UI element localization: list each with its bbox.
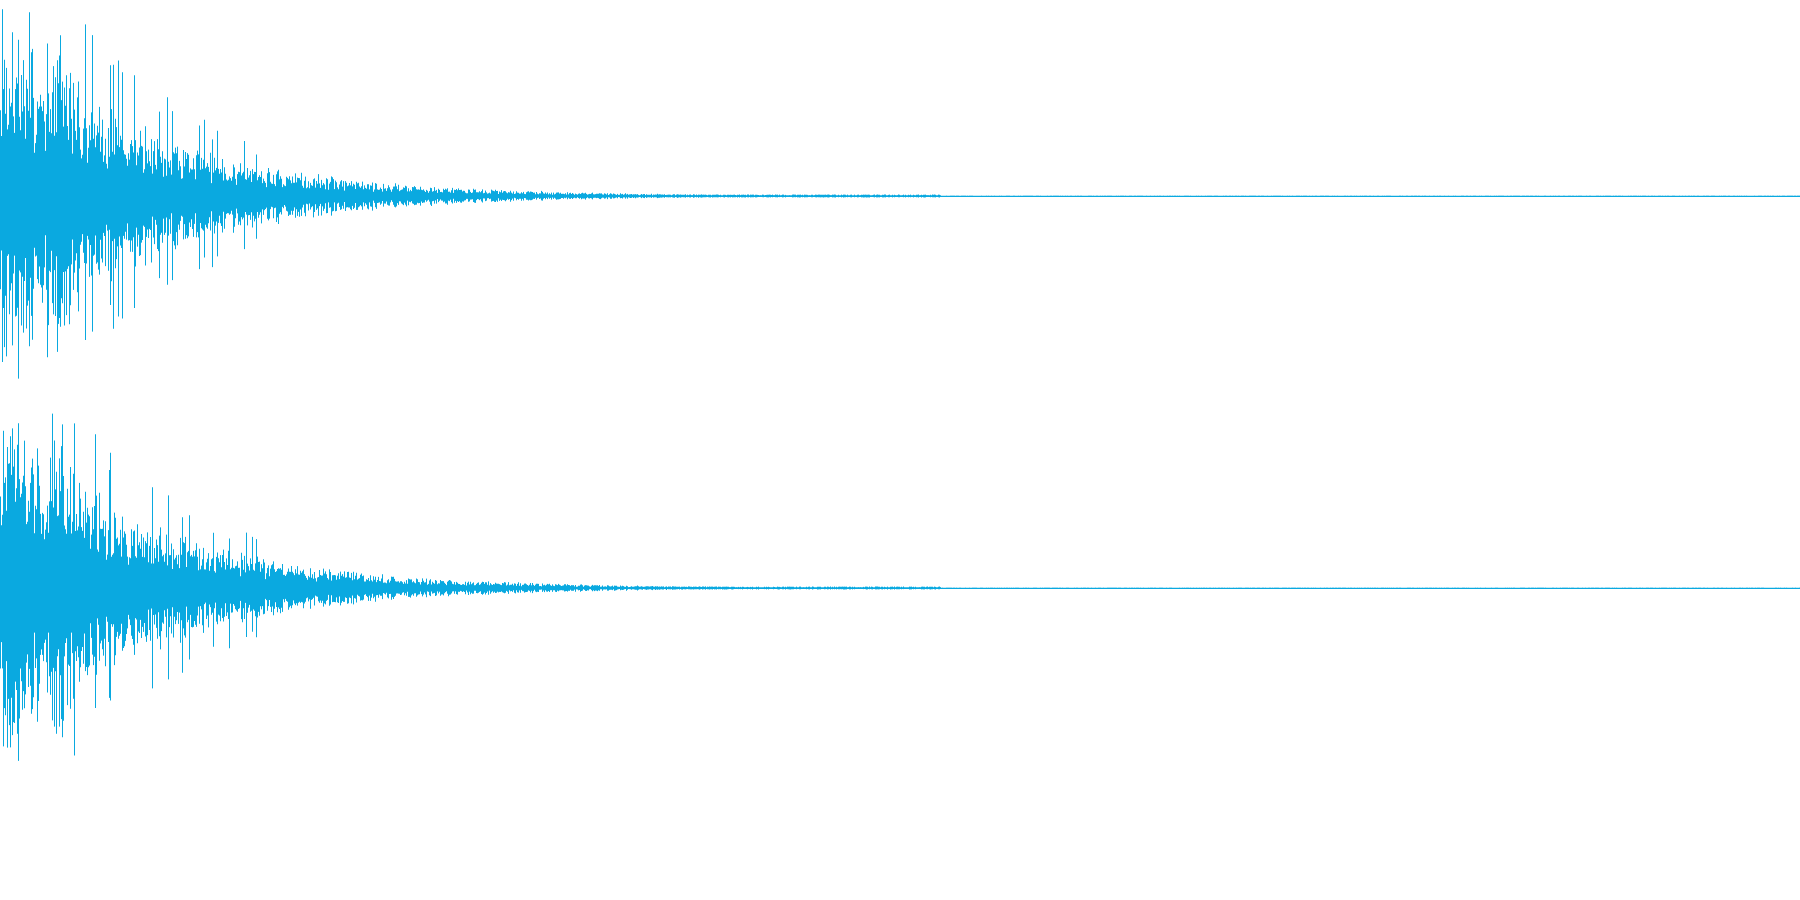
waveform-channel-right: [0, 413, 1800, 761]
waveform-trace-left: [0, 9, 1800, 379]
waveform-channel-left: [0, 9, 1800, 379]
waveform-trace-right: [0, 413, 1800, 761]
